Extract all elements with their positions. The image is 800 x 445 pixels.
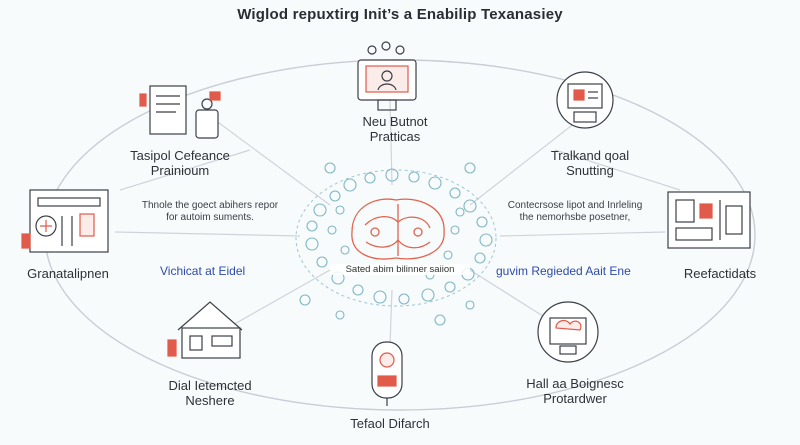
node-label-right: Reefactidats bbox=[683, 266, 757, 281]
accent-text-left: Vichicat at Eidel bbox=[160, 264, 246, 278]
lab-devices-icon bbox=[139, 85, 221, 139]
brain-cluster bbox=[295, 162, 497, 326]
node-label-bottom: Tefaol Difarch bbox=[350, 416, 430, 431]
office-cabinet-icon bbox=[667, 191, 751, 249]
document-panel-icon bbox=[21, 189, 109, 253]
building-icon bbox=[167, 301, 243, 359]
capsule-device-icon bbox=[371, 341, 403, 406]
accent-text-right: guvim Regieded Aait Ene bbox=[496, 264, 631, 278]
connector-lines bbox=[114, 99, 681, 346]
workstation-icon bbox=[556, 71, 614, 129]
cloud-screen-icon bbox=[537, 301, 599, 363]
diagram-title: Wiglod repuxtirg Init’s a Enabilip Texan… bbox=[237, 6, 563, 23]
center-caption: Sated abim bilinner saiion bbox=[330, 264, 470, 275]
monitor-person-icon bbox=[357, 41, 417, 111]
node-label-left: Granatalipnen bbox=[27, 266, 109, 281]
